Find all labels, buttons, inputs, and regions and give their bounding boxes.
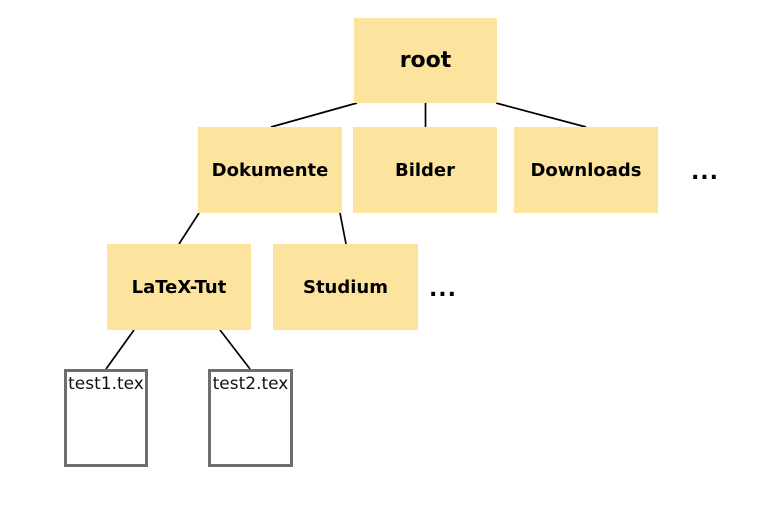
edge-root-downloads [495,102,587,128]
tree-node-downloads-label: Downloads [530,159,642,181]
edge-root-dokumente [270,102,358,128]
tree-node-latex-tut: LaTeX-Tut [107,244,251,330]
edge-latex-tut-test1 [105,329,135,370]
more-nodes-ellipsis-level1: ... [690,159,720,185]
edge-latex-tut-test2 [219,329,251,370]
more-nodes-ellipsis-level2: ... [428,276,458,302]
tree-node-file-test1: test1.tex [64,369,148,467]
tree-node-dokumente-label: Dokumente [211,159,329,181]
tree-node-file-test1-label: test1.tex [68,374,144,394]
tree-node-file-test2-label: test2.tex [212,374,289,394]
tree-node-downloads: Downloads [514,127,658,213]
tree-node-root-label: root [399,48,452,73]
edge-dokumente-latex-tut [178,212,200,245]
edge-dokumente-studium [339,212,347,245]
tree-node-bilder-label: Bilder [394,159,456,181]
tree-node-latex-tut-label: LaTeX-Tut [131,276,227,298]
tree-node-file-test2: test2.tex [208,369,293,467]
tree-node-bilder: Bilder [353,127,497,213]
tree-node-dokumente: Dokumente [198,127,342,213]
tree-node-studium-label: Studium [302,276,388,298]
tree-node-root: root [354,18,497,103]
tree-node-studium: Studium [273,244,418,330]
